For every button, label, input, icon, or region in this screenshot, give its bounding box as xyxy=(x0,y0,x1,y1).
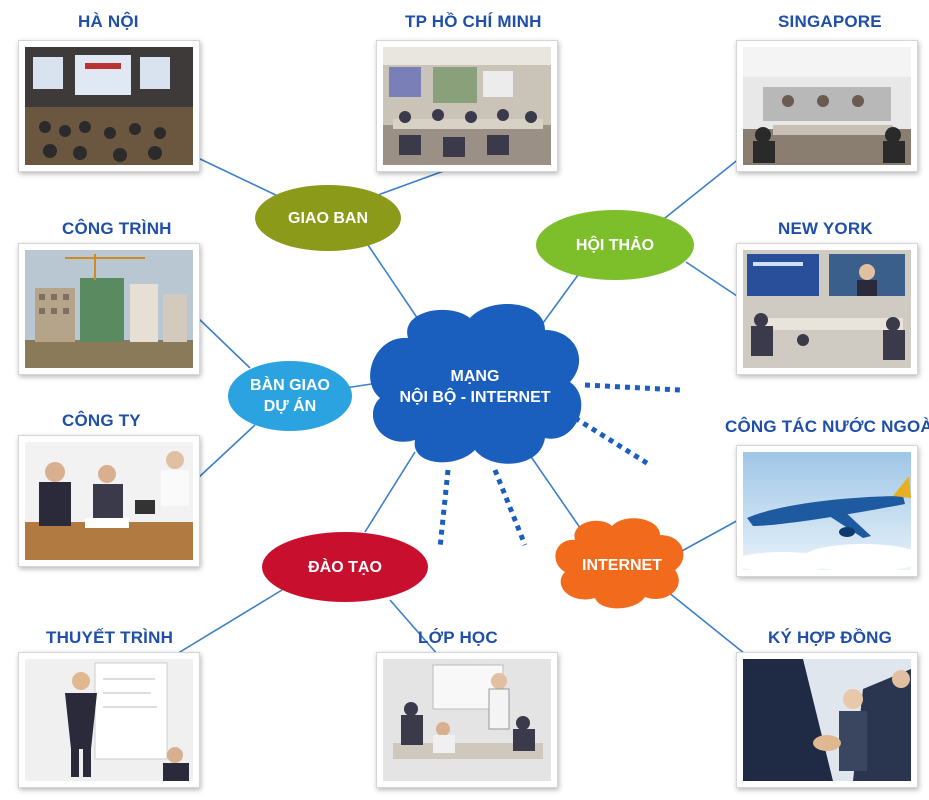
photo-cong-ty xyxy=(18,435,200,567)
hub-giao-ban: GIAO BAN xyxy=(255,185,401,251)
connector-hanoi-giaoban xyxy=(197,157,283,199)
dash-ray-4 xyxy=(437,469,451,549)
dash-ray-3 xyxy=(492,469,528,546)
label-ha-noi: HÀ NỘI xyxy=(78,12,139,31)
center-title-line1: MẠNG xyxy=(451,368,500,385)
label-ky-hop-dong: KÝ HỢP ĐỒNG xyxy=(768,628,893,647)
photo-cong-trinh xyxy=(18,243,200,375)
photo-thuyet-trinh xyxy=(18,652,200,788)
connector-kyhopdong-internet xyxy=(667,591,756,663)
connector-congtrinh-bangiao xyxy=(197,317,251,369)
hub-ban-giao: BÀN GIAO DỰ ÁN xyxy=(228,361,352,431)
label-cong-ty: CÔNG TY xyxy=(62,411,141,430)
label-cong-trinh: CÔNG TRÌNH xyxy=(62,219,172,238)
photo-lop-hoc xyxy=(376,652,558,788)
connector-congty-bangiao xyxy=(197,424,256,479)
photo-new-york xyxy=(736,243,918,375)
connector-singapore-hoithao xyxy=(659,157,741,223)
hub-internet-label: INTERNET xyxy=(582,557,662,574)
hub-dao-tao: ĐÀO TẠO xyxy=(262,532,428,602)
label-tp-hcm: TP HỒ CHÍ MINH xyxy=(405,12,542,31)
hub-ban-giao-line2: DỰ ÁN xyxy=(264,396,316,415)
connector-center-internet xyxy=(524,447,586,536)
photo-cong-tac xyxy=(736,445,918,577)
label-lop-hoc: LỚP HỌC xyxy=(418,628,498,647)
connector-congtac-internet xyxy=(679,517,743,553)
label-thuyet-trinh: THUYẾT TRÌNH xyxy=(46,628,174,647)
hub-ban-giao-line1: BÀN GIAO xyxy=(250,375,330,394)
photo-tp-hcm xyxy=(376,40,558,172)
photo-singapore xyxy=(736,40,918,172)
center-cloud: MẠNG NỘI BỘ - INTERNET xyxy=(370,304,582,464)
photo-ha-noi xyxy=(18,40,200,172)
label-singapore: SINGAPORE xyxy=(778,12,882,31)
connector-hcm-giaoban xyxy=(377,167,453,196)
radiating-dashes xyxy=(437,382,681,549)
dash-ray-2 xyxy=(573,415,652,468)
connector-center-daotao xyxy=(364,451,416,533)
hub-hoi-thao: HỘI THẢO xyxy=(536,210,694,280)
label-cong-tac: CÔNG TÁC NƯỚC NGOÀI xyxy=(725,417,929,436)
connector-giaoban-center xyxy=(367,244,421,323)
connector-newyork-hoithao xyxy=(685,261,741,299)
hub-dao-tao-label: ĐÀO TẠO xyxy=(308,557,382,576)
photo-ky-hop-dong xyxy=(736,652,918,788)
hub-giao-ban-label: GIAO BAN xyxy=(288,210,368,227)
label-new-york: NEW YORK xyxy=(778,219,873,238)
connector-lines xyxy=(174,157,756,663)
connector-thuyettrinh-daotao xyxy=(174,589,283,656)
dash-ray-1 xyxy=(584,382,681,393)
hub-internet: INTERNET xyxy=(555,518,684,609)
connector-lophoc-daotao xyxy=(389,599,439,656)
hub-hoi-thao-label: HỘI THẢO xyxy=(576,235,654,254)
center-title-line2: NỘI BỘ - INTERNET xyxy=(399,387,550,406)
